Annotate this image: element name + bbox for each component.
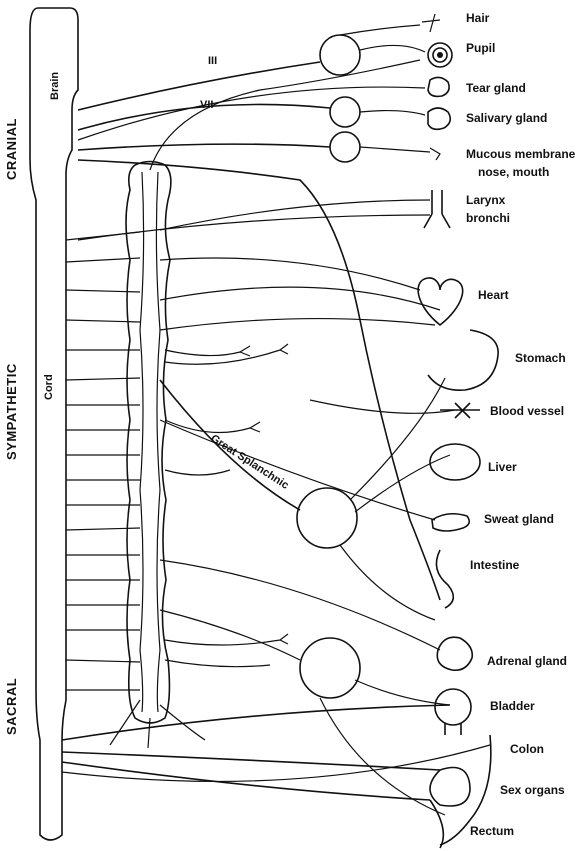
organ-label-blood-vessel: Blood vessel (490, 404, 564, 418)
larynx-icon (424, 190, 450, 228)
nerve-label-vii: VII (200, 99, 213, 111)
nerve-to-heart-1 (160, 258, 420, 290)
organ-label-sex-organs: Sex organs (500, 783, 565, 797)
hair-icon (422, 14, 440, 32)
organ-label-hair: Hair (466, 11, 490, 25)
organ-label-mucous-2: nose, mouth (478, 165, 549, 179)
organ-label-pupil: Pupil (466, 41, 495, 55)
nerve-vii-lower (78, 144, 330, 150)
nerve-iii-post (360, 45, 425, 52)
sympathetic-chain-outline (126, 162, 171, 724)
submaxillary-ganglion (330, 132, 360, 162)
adrenal-gland-icon (437, 637, 472, 670)
organ-label-colon: Colon (510, 742, 544, 756)
organ-label-salivary-gland: Salivary gland (466, 111, 547, 125)
nerve-to-heart-3 (160, 319, 435, 330)
mesenteric-ganglion (300, 638, 360, 698)
stomach-icon (428, 330, 498, 390)
brain-label: Brain (49, 72, 61, 100)
sex-organs-icon (430, 768, 470, 807)
nerve-to-blood-vessel (310, 400, 455, 413)
ciliary-ganglion (320, 35, 360, 75)
nerve-to-intestine (340, 545, 435, 620)
region-label-sympathetic: SYMPATHETIC (4, 363, 19, 460)
nerve-to-mesenteric (160, 610, 300, 660)
sphenopalatine-ganglion (330, 97, 360, 127)
organ-label-larynx-1: Larynx (466, 193, 506, 207)
salivary-gland-icon (428, 108, 450, 129)
region-label-sacral: SACRAL (4, 678, 19, 735)
organ-label-stomach: Stomach (515, 351, 566, 365)
mucous-icon (430, 148, 440, 160)
nerve-to-sweat (160, 420, 435, 520)
organ-label-tear-gland: Tear gland (466, 81, 526, 95)
sacral-nerve-2 (62, 752, 440, 770)
sacral-nerve-4 (62, 745, 490, 781)
sympathetic-chain-left (140, 172, 144, 712)
celiac-ganglion (297, 488, 357, 548)
bladder-icon (435, 689, 471, 735)
rectum-icon (430, 800, 443, 848)
nerve-to-hair (340, 25, 420, 35)
nerve-to-adrenal (160, 560, 440, 650)
organ-label-heart: Heart (478, 288, 509, 302)
nerve-chain-upper (150, 60, 420, 170)
sympathetic-roots (66, 232, 140, 690)
organ-label-mucous-1: Mucous membrane (466, 147, 576, 161)
organ-label-intestine: Intestine (470, 558, 520, 572)
spinal-cord (30, 8, 78, 840)
nerve-label-iii: III (208, 55, 217, 67)
nerve-vagus (78, 160, 440, 600)
organ-label-rectum: Rectum (470, 824, 514, 838)
pupil-icon (428, 43, 452, 67)
nerve-to-tear (78, 87, 425, 140)
sweat-gland-icon (432, 514, 469, 531)
organ-label-bladder: Bladder (490, 699, 535, 713)
organ-label-larynx-2: bronchi (466, 211, 510, 225)
nerve-to-larynx-2 (78, 215, 430, 240)
region-label-cranial: CRANIAL (4, 118, 19, 180)
nerve-to-mucous (360, 147, 430, 152)
nerve-to-liver (355, 455, 450, 512)
nerve-to-salivary (360, 111, 425, 115)
organ-label-sweat-gland: Sweat gland (484, 512, 554, 526)
sacral-nerve-1 (62, 705, 450, 740)
sympathetic-chain-right (156, 172, 160, 712)
nerve-label-great-splanchnic: Great Splanchnic (208, 432, 290, 491)
heart-icon (418, 278, 463, 325)
cord-label: Cord (43, 374, 55, 400)
tear-gland-icon (428, 77, 449, 96)
blood-vessel-icon (440, 403, 480, 418)
nerve-to-heart-2 (160, 287, 440, 310)
organ-label-liver: Liver (488, 460, 517, 474)
liver-icon (430, 444, 480, 480)
organ-label-adrenal-gland: Adrenal gland (487, 654, 567, 668)
